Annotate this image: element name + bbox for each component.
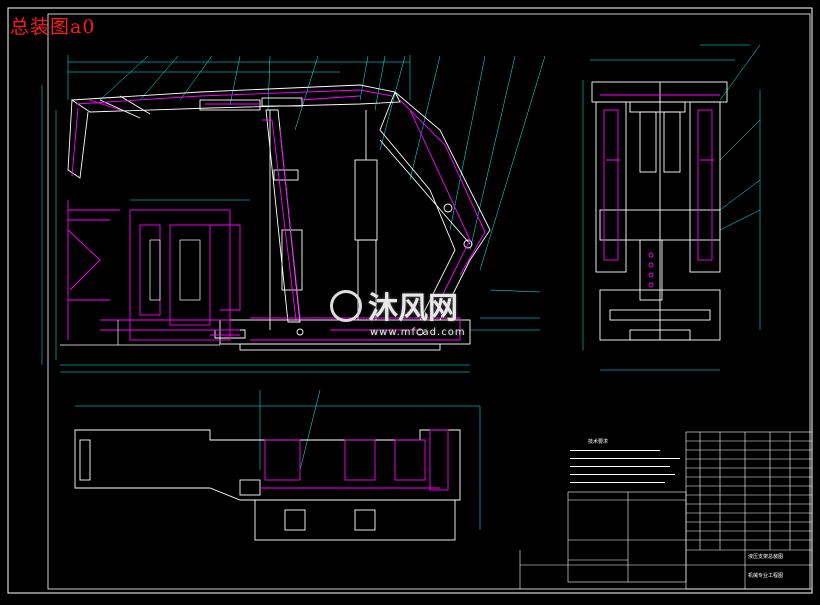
params-table [567, 491, 687, 583]
front-leg-outline [262, 119, 301, 321]
shield-outline [399, 99, 486, 301]
title-block-school: 机械专业工程图 [748, 573, 784, 579]
canopy-cylinders [205, 95, 420, 331]
plan-body [74, 429, 461, 541]
side-view [41, 55, 546, 373]
notes-lines [570, 450, 680, 483]
notes-area [567, 450, 687, 583]
canopy-beam [67, 84, 401, 179]
plan-outline [260, 429, 449, 491]
title-block [519, 431, 813, 590]
outer-border [7, 7, 813, 594]
leader-lines [99, 55, 546, 331]
end-view-outline [600, 94, 720, 288]
plan-view [74, 389, 481, 541]
end-view-body [591, 81, 728, 341]
face-conveyor [67, 200, 241, 341]
plan-dims [75, 389, 481, 530]
sheet-title: 总装图a0 [10, 16, 96, 38]
end-view [582, 44, 761, 371]
canopy-outline [71, 89, 393, 177]
title-block-name: 液压支架总装图 [748, 554, 784, 560]
drawing-frame [47, 13, 811, 590]
notes-title: 技术要求 [588, 439, 609, 445]
watermark-brand: 沐风网 [368, 291, 458, 326]
watermark-logo-icon [330, 290, 362, 322]
watermark: 沐风网 www.mfcad.com [330, 283, 466, 338]
conveyor-detail [60, 239, 220, 346]
watermark-url: www.mfcad.com [370, 327, 466, 338]
end-view-dims [582, 44, 761, 371]
